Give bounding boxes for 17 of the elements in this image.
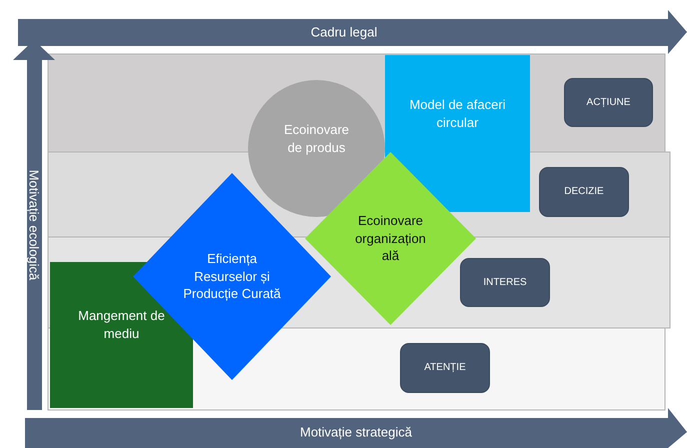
shape-label: Model de afaceri circular bbox=[408, 96, 507, 132]
stage-label: INTERES bbox=[482, 276, 528, 290]
stage-label: ATENȚIE bbox=[423, 361, 467, 375]
stage-box bbox=[400, 343, 490, 393]
axis-label: Cadru legal bbox=[310, 24, 378, 40]
stage-box bbox=[460, 258, 550, 307]
stage-box bbox=[539, 167, 629, 217]
shape-label: Ecoinovare de produs bbox=[282, 120, 350, 156]
axis-label: Motivație strategică bbox=[300, 424, 412, 440]
stage-label: DECIZIE bbox=[563, 185, 605, 199]
shape-label: Eficiența Resurselor și Producție Curată bbox=[182, 250, 282, 303]
axis-label: Motivație ecologică bbox=[26, 170, 42, 280]
shape-label: Ecoinovare organizațională bbox=[354, 212, 426, 265]
stage-label: ACȚIUNE bbox=[586, 96, 632, 110]
rectangle-shape bbox=[385, 55, 530, 212]
shape-label: Mangement de mediu bbox=[77, 307, 166, 343]
stage-box bbox=[564, 78, 653, 127]
